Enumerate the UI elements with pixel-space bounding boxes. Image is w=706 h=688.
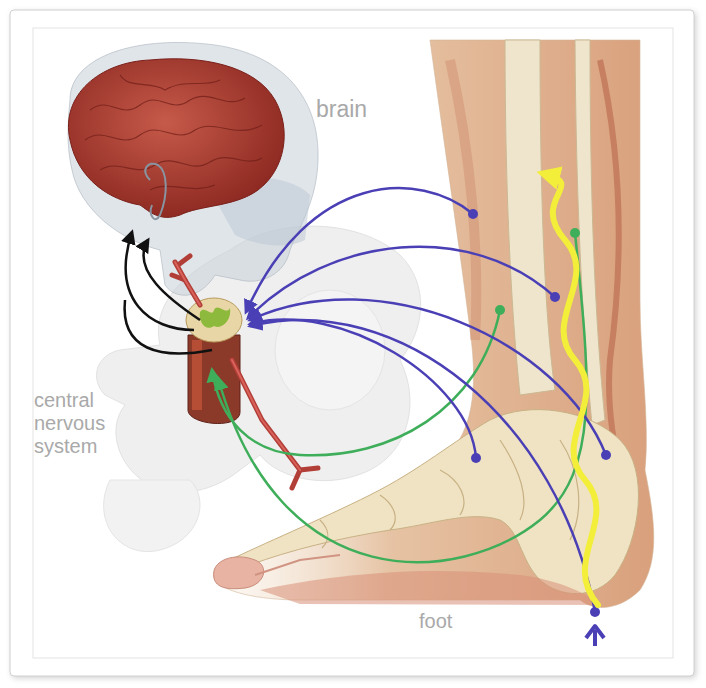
part-label: foot xyxy=(419,610,479,633)
part-label: central nervous system xyxy=(34,389,126,458)
part-label: brain xyxy=(316,96,406,122)
